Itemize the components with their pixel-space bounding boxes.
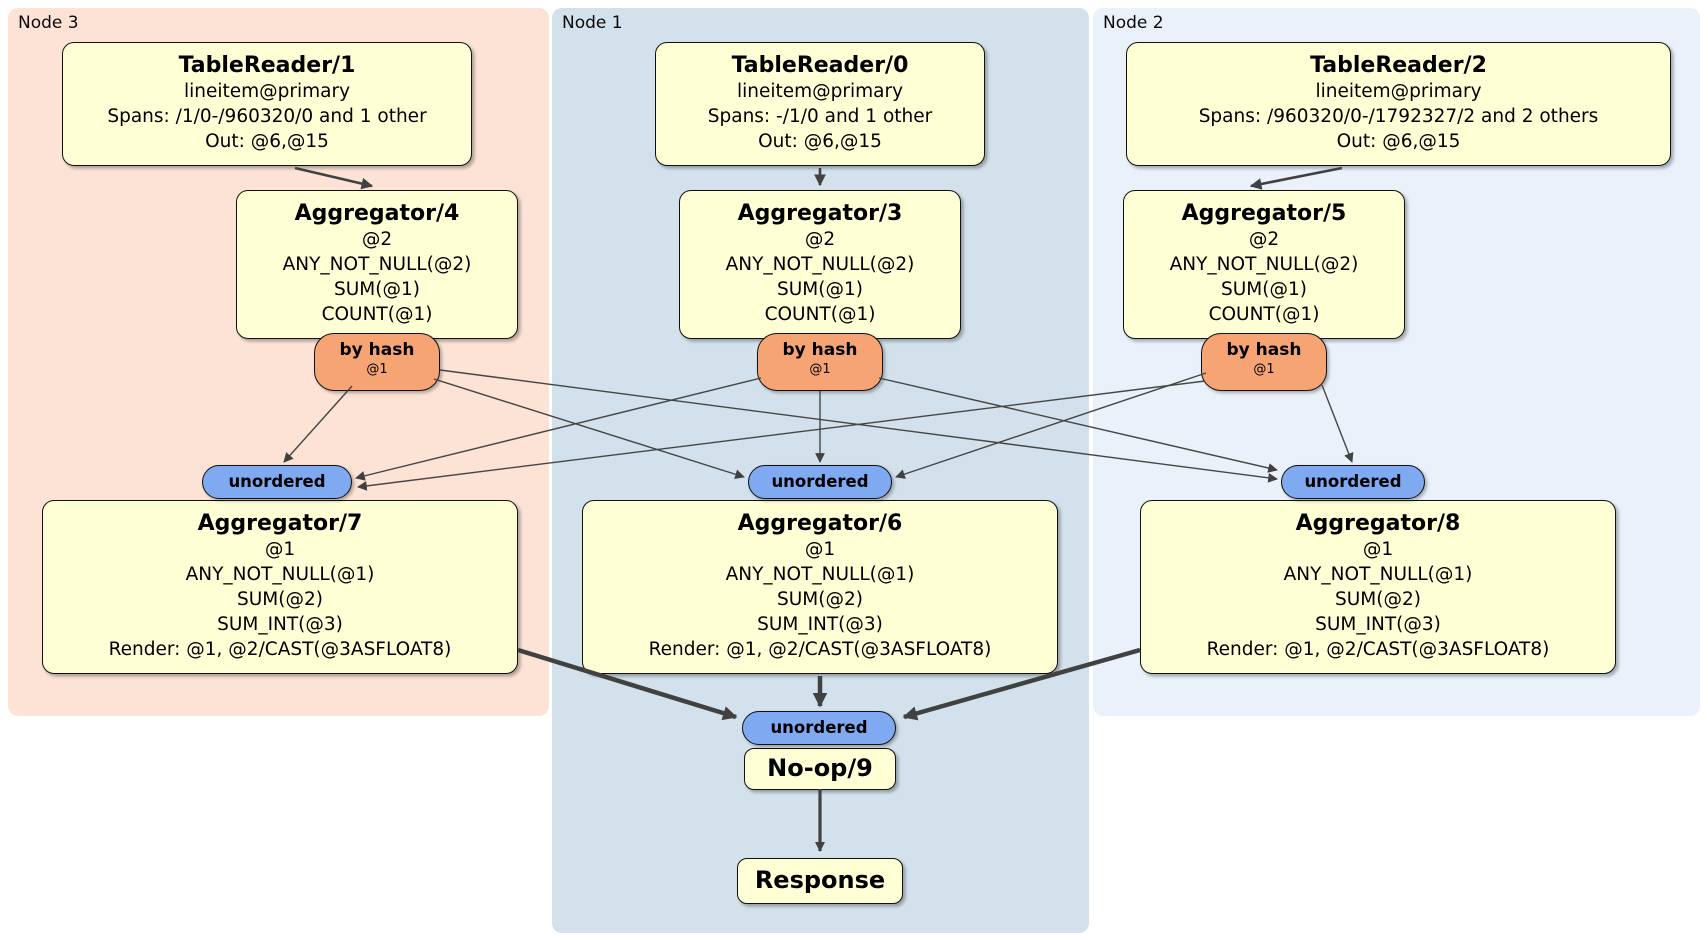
- processor-aggregator-4: Aggregator/4 @2 ANY_NOT_NULL(@2) SUM(@1)…: [236, 190, 518, 339]
- hash-router-node3: by hash @1: [314, 333, 440, 391]
- processor-title: Aggregator/4: [294, 201, 460, 226]
- processor-detail: Spans: -/1/0 and 1 other: [707, 106, 933, 127]
- processor-detail: COUNT(@1): [1208, 304, 1320, 325]
- processor-detail: SUM(@2): [777, 589, 863, 610]
- router-label: by hash: [782, 340, 858, 360]
- router-detail: @1: [809, 362, 831, 377]
- processor-title: Aggregator/8: [1295, 511, 1461, 536]
- processor-aggregator-5: Aggregator/5 @2 ANY_NOT_NULL(@2) SUM(@1)…: [1123, 190, 1405, 339]
- router-detail: @1: [366, 362, 388, 377]
- processor-detail: SUM_INT(@3): [757, 614, 883, 635]
- processor-detail: @2: [361, 229, 393, 250]
- region-label-node-3: Node 3: [18, 13, 79, 33]
- processor-detail: Render: @1, @2/CAST(@3ASFLOAT8): [648, 639, 992, 660]
- region-label-node-1: Node 1: [562, 13, 623, 33]
- processor-detail: SUM(@1): [334, 279, 420, 300]
- sync-unordered-node2: unordered: [1281, 465, 1425, 499]
- processor-detail: @1: [1362, 539, 1394, 560]
- processor-detail: ANY_NOT_NULL(@2): [282, 254, 472, 275]
- processor-noop-9: No-op/9: [744, 748, 896, 790]
- router-detail: @1: [1253, 362, 1275, 377]
- sync-unordered-final: unordered: [742, 711, 896, 745]
- processor-detail: Out: @6,@15: [205, 131, 329, 152]
- processor-detail: COUNT(@1): [321, 304, 433, 325]
- processor-title: Aggregator/5: [1181, 201, 1347, 226]
- processor-detail: COUNT(@1): [764, 304, 876, 325]
- sync-unordered-node3: unordered: [202, 465, 352, 499]
- router-label: by hash: [1226, 340, 1302, 360]
- processor-title: TableReader/0: [731, 53, 909, 78]
- hash-router-node2: by hash @1: [1201, 333, 1327, 391]
- processor-title: TableReader/1: [178, 53, 356, 78]
- processor-detail: ANY_NOT_NULL(@2): [725, 254, 915, 275]
- processor-detail: SUM(@1): [1221, 279, 1307, 300]
- processor-aggregator-3: Aggregator/3 @2 ANY_NOT_NULL(@2) SUM(@1)…: [679, 190, 961, 339]
- processor-title: TableReader/2: [1310, 53, 1487, 78]
- processor-title: Aggregator/3: [737, 201, 903, 226]
- processor-detail: @2: [1248, 229, 1280, 250]
- processor-detail: SUM(@2): [237, 589, 323, 610]
- processor-title: Aggregator/6: [737, 511, 903, 536]
- processor-detail: SUM_INT(@3): [217, 614, 343, 635]
- processor-detail: Out: @6,@15: [1336, 131, 1461, 152]
- processor-tablereader-0: TableReader/0 lineitem@primary Spans: -/…: [655, 42, 985, 166]
- processor-detail: SUM_INT(@3): [1315, 614, 1441, 635]
- processor-detail: @1: [804, 539, 836, 560]
- processor-aggregator-7: Aggregator/7 @1 ANY_NOT_NULL(@1) SUM(@2)…: [42, 500, 518, 674]
- processor-detail: ANY_NOT_NULL(@2): [1169, 254, 1359, 275]
- processor-aggregator-6: Aggregator/6 @1 ANY_NOT_NULL(@1) SUM(@2)…: [582, 500, 1058, 674]
- processor-aggregator-8: Aggregator/8 @1 ANY_NOT_NULL(@1) SUM(@2)…: [1140, 500, 1616, 674]
- processor-detail: ANY_NOT_NULL(@1): [185, 564, 375, 585]
- region-label-node-2: Node 2: [1103, 13, 1164, 33]
- processor-detail: lineitem@primary: [1315, 81, 1482, 102]
- processor-detail: Spans: /960320/0-/1792327/2 and 2 others: [1198, 106, 1599, 127]
- processor-detail: Spans: /1/0-/960320/0 and 1 other: [107, 106, 427, 127]
- processor-title: Aggregator/7: [197, 511, 363, 536]
- processor-detail: Render: @1, @2/CAST(@3ASFLOAT8): [108, 639, 452, 660]
- processor-detail: ANY_NOT_NULL(@1): [1283, 564, 1473, 585]
- processor-tablereader-1: TableReader/1 lineitem@primary Spans: /1…: [62, 42, 472, 166]
- hash-router-node1: by hash @1: [757, 333, 883, 391]
- processor-detail: Out: @6,@15: [758, 131, 882, 152]
- processor-detail: SUM(@2): [1335, 589, 1421, 610]
- response-box: Response: [737, 858, 903, 904]
- processor-detail: ANY_NOT_NULL(@1): [725, 564, 915, 585]
- processor-detail: Render: @1, @2/CAST(@3ASFLOAT8): [1206, 639, 1550, 660]
- sync-unordered-node1: unordered: [748, 465, 892, 499]
- processor-detail: lineitem@primary: [183, 81, 351, 102]
- processor-detail: lineitem@primary: [736, 81, 904, 102]
- processor-detail: @1: [264, 539, 296, 560]
- processor-detail: @2: [804, 229, 836, 250]
- processor-detail: SUM(@1): [777, 279, 863, 300]
- router-label: by hash: [339, 340, 415, 360]
- processor-tablereader-2: TableReader/2 lineitem@primary Spans: /9…: [1126, 42, 1671, 166]
